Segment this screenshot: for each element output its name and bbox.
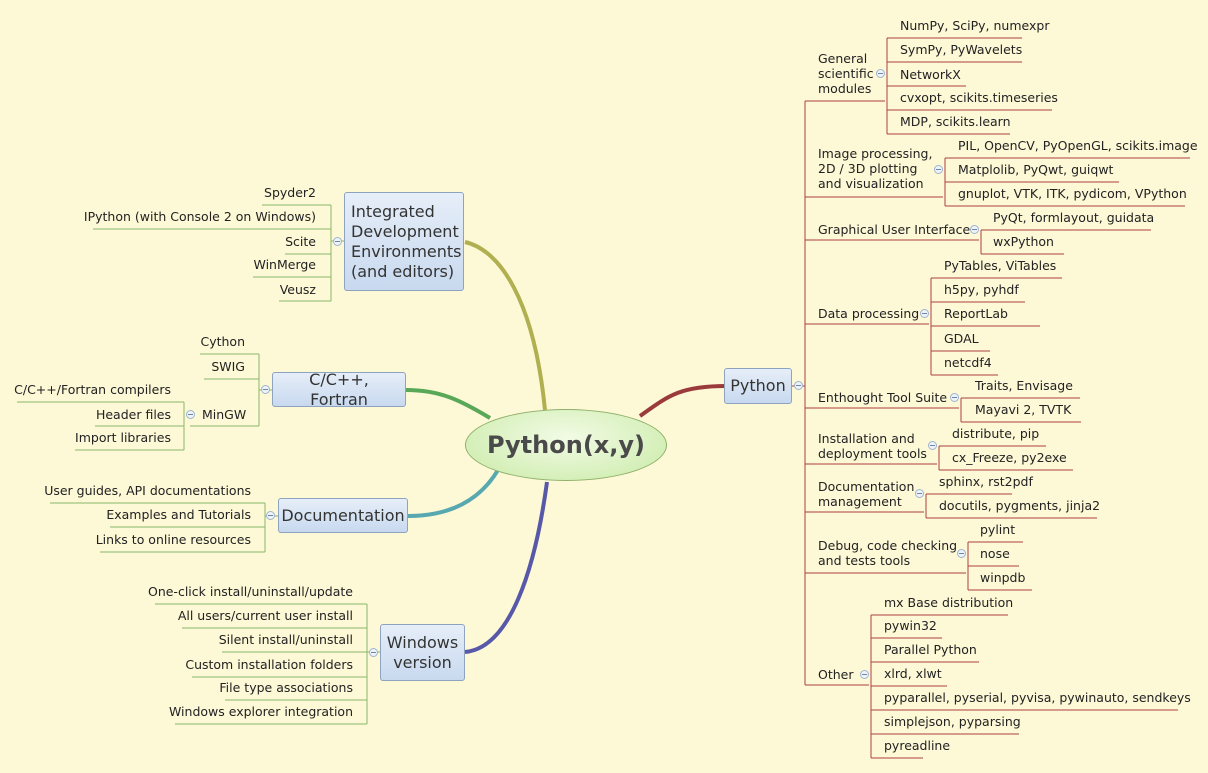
branch-doc [407, 468, 500, 518]
group-label-general: General scientific modules [818, 51, 874, 96]
other-collapse-icon[interactable] [860, 670, 869, 679]
item-swig: SWIG [211, 359, 245, 374]
item-custom: Custom installation folders [185, 657, 353, 672]
item-spyder2: Spyder2 [264, 185, 316, 200]
group-label-data: Data processing [818, 306, 920, 321]
group-label-image: Image processing, 2D / 3D plotting and v… [818, 146, 933, 191]
item-gdal: GDAL [944, 331, 979, 346]
item-ipython: IPython (with Console 2 on Windows) [83, 209, 316, 224]
item-cython: Cython [200, 334, 245, 349]
branch-ccpp [405, 388, 492, 420]
item-pyqt: PyQt, formlayout, guidata [993, 210, 1155, 225]
docmgmt-collapse-icon[interactable] [915, 489, 924, 498]
item-userguides: User guides, API documentations [44, 483, 251, 498]
item-pyparallel: pyparallel, pyserial, pyvisa, pywinauto,… [884, 690, 1191, 705]
item-nose: nose [980, 546, 1010, 561]
python-topic[interactable]: Python [724, 368, 792, 404]
item-docutils: docutils, pygments, jinja2 [939, 498, 1101, 513]
item-wxpython: wxPython [993, 234, 1054, 249]
item-netcdf4: netcdf4 [944, 355, 992, 370]
group-label-other: Other [818, 667, 854, 682]
item-winmerge: WinMerge [253, 257, 317, 272]
item-matplotlib: Matplolib, PyQwt, guiqwt [958, 162, 1114, 177]
data-collapse-icon[interactable] [920, 309, 929, 318]
item-sphinx: sphinx, rst2pdf [939, 474, 1033, 489]
item-gnuplot: gnuplot, VTK, ITK, pydicom, VPython [958, 186, 1187, 201]
item-xlrd: xlrd, xlwt [884, 666, 942, 681]
item-examples: Examples and Tutorials [106, 507, 251, 522]
item-pyreadline: pyreadline [884, 738, 951, 753]
item-pil: PIL, OpenCV, PyOpenGL, scikits.image [958, 138, 1198, 153]
item-filetype: File type associations [219, 680, 353, 695]
item-winpdb: winpdb [980, 570, 1026, 585]
item-allusers: All users/current user install [177, 608, 353, 623]
item-mayavi: Mayavi 2, TVTK [975, 402, 1072, 417]
item-numpy: NumPy, SciPy, numexpr [900, 18, 1050, 33]
item-scite: Scite [285, 234, 316, 249]
group-label-ets: Enthought Tool Suite [818, 390, 948, 405]
item-veusz: Veusz [279, 282, 316, 297]
item-sympy: SymPy, PyWavelets [900, 42, 1023, 57]
item-links: Links to online resources [95, 532, 251, 547]
win-topic[interactable]: Windows version [380, 624, 465, 681]
item-parallel: Parallel Python [884, 642, 977, 657]
general-collapse-icon[interactable] [876, 69, 885, 78]
branch-ide [464, 240, 547, 411]
group-label-install: Installation and deployment tools [818, 431, 927, 461]
item-cvxopt: cvxopt, scikits.timeseries [900, 90, 1058, 105]
item-explorer: Windows explorer integration [168, 704, 353, 719]
central-topic[interactable]: Python(x,y) [465, 409, 667, 481]
item-h5py: h5py, pyhdf [944, 282, 1019, 297]
install-collapse-icon[interactable] [928, 441, 937, 450]
ccpp-collapse-icon[interactable] [261, 385, 270, 394]
python-collapse-icon[interactable] [794, 381, 803, 390]
group-label-gui: Graphical User Interface [818, 222, 971, 237]
gui-collapse-icon[interactable] [970, 225, 979, 234]
group-label-docmgmt: Documentation management [818, 479, 915, 509]
item-mingw: MinGW [202, 407, 247, 422]
branch-win [464, 481, 549, 654]
item-networkx: NetworkX [900, 67, 961, 82]
item-compilers: C/C++/Fortran compilers [14, 382, 171, 397]
item-distribute: distribute, pip [952, 426, 1040, 441]
ccpp-topic[interactable]: C/C++, Fortran [272, 370, 406, 409]
item-pytables: PyTables, ViTables [944, 258, 1057, 273]
doc-collapse-icon[interactable] [266, 511, 275, 520]
mingw-collapse-icon[interactable] [186, 410, 195, 419]
item-mdp: MDP, scikits.learn [900, 114, 1011, 129]
item-importlibs: Import libraries [75, 430, 171, 445]
item-oneclick: One-click install/uninstall/update [147, 584, 353, 599]
item-cxfreeze: cx_Freeze, py2exe [952, 450, 1067, 465]
item-simplejson: simplejson, pyparsing [884, 714, 1021, 729]
item-headers: Header files [95, 407, 171, 422]
ide-collapse-icon[interactable] [333, 237, 342, 246]
group-label-debug: Debug, code checking and tests tools [818, 538, 958, 568]
debug-collapse-icon[interactable] [957, 549, 966, 558]
branch-python [638, 384, 727, 418]
ide-topic[interactable]: Integrated Development Environments (and… [344, 192, 464, 291]
item-pywin32: pywin32 [884, 618, 937, 633]
doc-topic[interactable]: Documentation [278, 498, 408, 533]
item-mxbase: mx Base distribution [884, 595, 1014, 610]
ets-collapse-icon[interactable] [950, 393, 959, 402]
item-traits: Traits, Envisage [975, 378, 1073, 393]
item-silent: Silent install/uninstall [218, 632, 353, 647]
image-collapse-icon[interactable] [934, 165, 943, 174]
win-collapse-icon[interactable] [369, 648, 378, 657]
item-reportlab: ReportLab [944, 306, 1008, 321]
item-pylint: pylint [980, 522, 1016, 537]
